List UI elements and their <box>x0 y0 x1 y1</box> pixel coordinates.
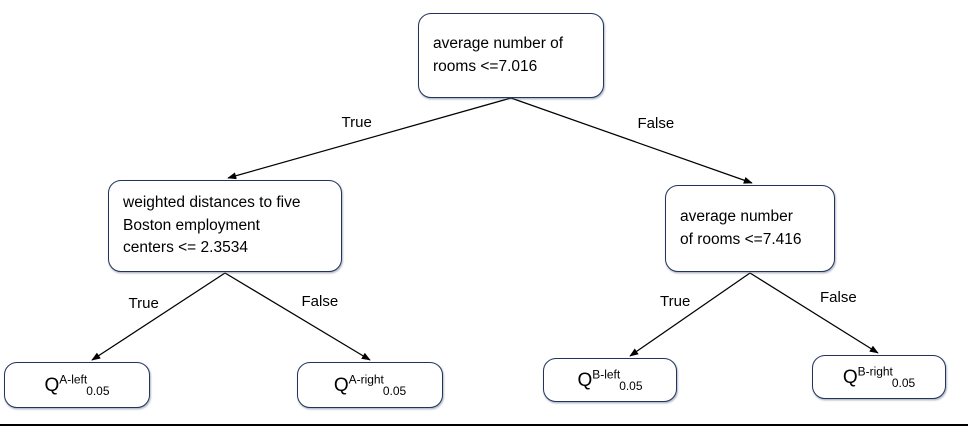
node-leaf-a-right[interactable]: QA-right0.05 <box>297 362 443 408</box>
edge-label-right_internal-true: True <box>660 292 691 310</box>
node-leaf-b-left-label: QB-left0.05 <box>577 368 643 394</box>
node-leaf-a-right-label: QA-right0.05 <box>333 373 407 399</box>
node-right-internal[interactable]: average number of rooms <=7.416 <box>665 185 835 272</box>
leaf-subscript: 0.05 <box>86 384 110 399</box>
edge-root-to-left_internal <box>227 97 512 180</box>
node-left-internal-label: weighted distances to five Boston employ… <box>123 194 301 257</box>
node-root-label: average number of rooms <=7.016 <box>433 35 564 75</box>
node-leaf-b-left[interactable]: QB-left0.05 <box>543 358 677 402</box>
node-leaf-a-left[interactable]: QA-left0.05 <box>4 362 150 408</box>
edge-label-left_internal-false: False <box>301 292 339 310</box>
node-leaf-b-right[interactable]: QB-right0.05 <box>812 355 946 399</box>
bottom-divider <box>0 424 968 426</box>
leaf-subscript: 0.05 <box>891 376 916 391</box>
leaf-subscript: 0.05 <box>382 384 407 399</box>
edge-right_internal-to-leaf_b_left <box>629 272 751 357</box>
node-root[interactable]: average number of rooms <=7.016 <box>418 13 604 98</box>
leaf-base-symbol: Q <box>842 366 858 388</box>
edge-label-root-false: False <box>637 114 675 132</box>
leaf-base-symbol: Q <box>577 369 593 391</box>
edge-label-left_internal-true: True <box>128 294 159 312</box>
leaf-superscript: B-left <box>592 367 621 382</box>
leaf-subscript: 0.05 <box>619 379 643 394</box>
node-leaf-a-left-label: QA-left0.05 <box>44 373 110 399</box>
edge-label-root-true: True <box>341 114 372 131</box>
edge-right_internal-to-leaf_b_right <box>749 272 879 354</box>
leaf-base-symbol: Q <box>44 374 60 396</box>
edge-left_internal-to-leaf_a_right <box>224 272 371 361</box>
edge-left_internal-to-leaf_a_left <box>91 272 226 361</box>
leaf-superscript: A-right <box>348 372 384 387</box>
node-left-internal[interactable]: weighted distances to five Boston employ… <box>108 180 342 272</box>
node-right-internal-label: average number of rooms <=7.416 <box>680 208 802 248</box>
node-leaf-b-right-label: QB-right0.05 <box>842 365 916 391</box>
leaf-superscript: B-right <box>857 364 893 379</box>
edge-root-to-right_internal <box>510 97 753 184</box>
edge-label-right_internal-false: False <box>820 289 857 306</box>
leaf-superscript: A-left <box>59 372 88 387</box>
leaf-base-symbol: Q <box>333 374 349 396</box>
